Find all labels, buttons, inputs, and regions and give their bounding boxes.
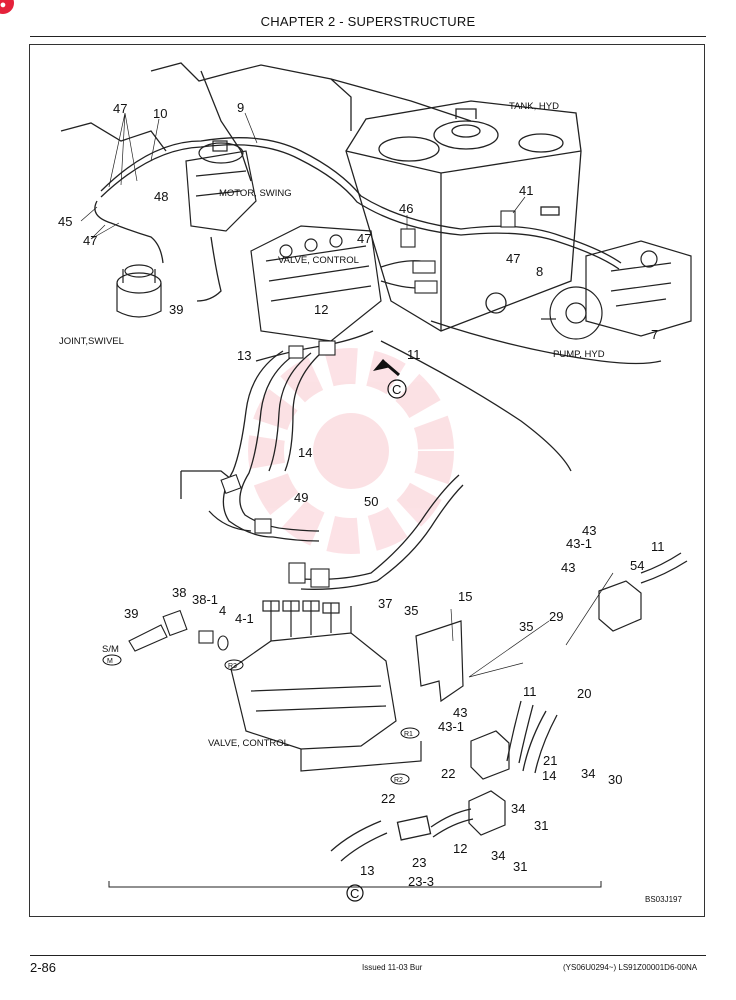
detail-marker-bottom: C [346, 884, 364, 902]
component-captions: TANK, HYD MOTOR, SWING VALVE, CONTROL JO… [59, 101, 605, 749]
part-21: 21 [543, 753, 557, 768]
part-41: 41 [519, 183, 533, 198]
part-22a: 22 [441, 766, 455, 781]
control-valve-lower [230, 600, 422, 772]
part-10: 10 [153, 106, 167, 121]
caption-pump-hyd: PUMP, HYD [553, 349, 605, 360]
leader-lines [80, 112, 614, 678]
part-23: 23 [412, 855, 426, 870]
part-12a: 12 [314, 302, 328, 317]
superstructure-outline [60, 62, 662, 472]
part-34c: 34 [491, 848, 505, 863]
part-35b: 35 [519, 619, 533, 634]
part-43-1b: 43-1 [438, 719, 464, 734]
part-38: 38 [172, 585, 186, 600]
hydraulic-pump [541, 240, 692, 340]
hose-lines-lower [180, 350, 464, 590]
part-29: 29 [549, 609, 563, 624]
part-47b: 47 [83, 233, 97, 248]
header-rule [30, 36, 706, 37]
part-23-3: 23-3 [408, 874, 434, 889]
part-13b: 13 [360, 863, 374, 878]
view-arrow [373, 359, 400, 377]
swing-motor [185, 140, 257, 232]
part-45: 45 [58, 214, 72, 229]
part-46: 46 [399, 201, 413, 216]
part-47d: 47 [506, 251, 520, 266]
part-22b: 22 [381, 791, 395, 806]
part-34a: 34 [581, 766, 595, 781]
port-mark-r1: R1 [404, 731, 413, 738]
chapter-title: CHAPTER 2 - SUPERSTRUCTURE [260, 14, 476, 29]
part-50: 50 [364, 494, 378, 509]
caption-joint-swivel: JOINT,SWIVEL [59, 336, 124, 347]
part-14b: 14 [542, 768, 556, 783]
figure-id: BS03J197 [645, 895, 682, 904]
document-reference: (YS06U0294~) LS91Z00001D6-00NA [563, 963, 698, 972]
port-mark-r3: R3 [228, 663, 237, 670]
corner-badge: ● [0, 0, 14, 14]
fittings-left [128, 609, 229, 652]
part-30: 30 [608, 772, 622, 787]
part-47a: 47 [113, 101, 127, 116]
part-15: 15 [458, 589, 472, 604]
swivel-joint [116, 264, 162, 318]
parts-diagram: C C M R3 R1 R2 TANK, HYD MOTOR, SWING VA… [58, 62, 692, 904]
part-43b: 43 [561, 560, 575, 575]
caption-motor-swing: MOTOR, SWING [219, 188, 292, 199]
part-49: 49 [294, 490, 308, 505]
control-valve-upper [250, 225, 382, 342]
caption-tank-hyd: TANK, HYD [509, 101, 559, 112]
detail-marker-top-text: C [392, 382, 401, 397]
part-43a: 43 [582, 523, 596, 538]
part-48: 48 [154, 189, 168, 204]
part-4-1: 4-1 [235, 611, 254, 626]
part-11a: 11 [407, 347, 421, 362]
detail-hoses [330, 552, 688, 862]
part-54: 54 [630, 558, 644, 573]
caption-valve-control-bottom: VALVE, CONTROL [208, 738, 289, 749]
part-37: 37 [378, 596, 392, 611]
part-9: 9 [237, 100, 244, 115]
part-39a: 39 [169, 302, 183, 317]
detail-marker-top: C [387, 379, 407, 399]
hose-clamps [220, 210, 516, 588]
part-11c: 11 [523, 684, 537, 699]
part-43c: 43 [453, 705, 467, 720]
footer-rule [30, 955, 706, 956]
caption-valve-control-top: VALVE, CONTROL [278, 255, 359, 266]
part-13a: 13 [237, 348, 251, 363]
watermark [248, 348, 454, 554]
hose-lines-upper [94, 137, 622, 362]
part-12b: 12 [453, 841, 467, 856]
part-20: 20 [577, 686, 591, 701]
bracket-15 [415, 620, 464, 703]
detail-marker-bottom-text: C [350, 886, 359, 901]
port-mark-r2: R2 [394, 777, 403, 784]
part-34b: 34 [511, 801, 525, 816]
part-4: 4 [219, 603, 226, 618]
hydraulic-tank [345, 100, 582, 332]
page-number: 2-86 [30, 960, 57, 975]
figure-frame: C C M R3 R1 R2 TANK, HYD MOTOR, SWING VA… [29, 44, 705, 917]
block-fittings [468, 580, 642, 836]
part-47c: 47 [357, 231, 371, 246]
part-31b: 31 [513, 859, 527, 874]
part-31a: 31 [534, 818, 548, 833]
port-mark-m: M [107, 658, 113, 665]
part-38-1: 38-1 [192, 592, 218, 607]
part-14a: 14 [298, 445, 312, 460]
part-35a: 35 [404, 603, 418, 618]
part-numbers: 47 10 9 48 45 47 41 46 47 47 8 7 39 12 1… [58, 100, 665, 889]
part-7: 7 [651, 327, 658, 342]
part-43-1a: 43-1 [566, 536, 592, 551]
caption-sm: S/M [102, 644, 119, 655]
part-8: 8 [536, 264, 543, 279]
issued-note: Issued 11-03 Bur [362, 963, 423, 972]
part-39b: 39 [124, 606, 138, 621]
port-marks: M R3 R1 R2 [102, 654, 420, 785]
part-11b: 11 [651, 539, 665, 554]
detail-bracket [108, 881, 602, 888]
